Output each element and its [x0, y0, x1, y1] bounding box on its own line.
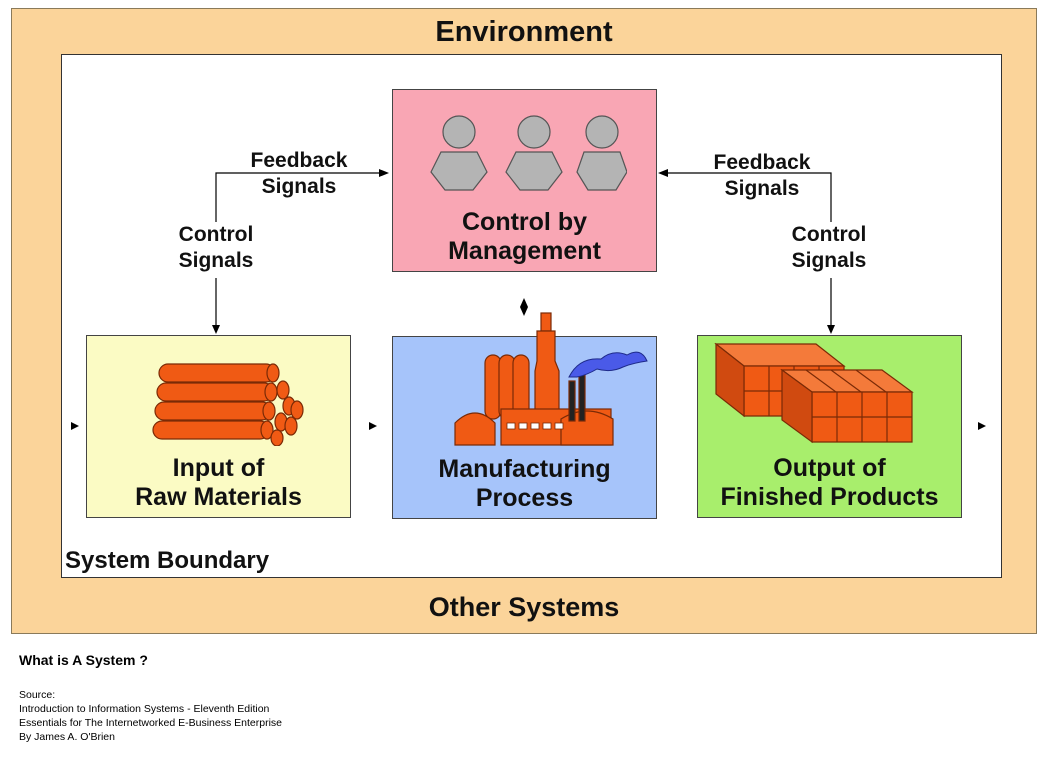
output-box-line2: Finished Products	[720, 483, 939, 511]
caption-source: Source: Introduction to Information Syst…	[19, 688, 282, 744]
input-box-line1: Input of	[172, 454, 265, 482]
arrow-to-control-left	[379, 169, 389, 177]
logs-icon	[152, 363, 304, 446]
arrow-to-input	[212, 325, 220, 334]
output-box: Output of Finished Products	[697, 335, 962, 518]
caption-line1: Introduction to Information Systems - El…	[19, 703, 270, 715]
flow-arrow-out	[978, 422, 986, 430]
control-left-line2: Signals	[178, 249, 254, 272]
factory-icon	[454, 312, 648, 446]
process-box-line2: Process	[475, 484, 574, 512]
diamond-marker	[520, 298, 528, 316]
other-systems-title: Other Systems	[428, 592, 620, 622]
flow-arrow-in	[71, 422, 79, 430]
caption-source-label: Source:	[19, 689, 56, 701]
environment-title: Environment	[435, 16, 613, 48]
feedback-right-label: Feedback Signals	[697, 150, 827, 202]
caption-line2: Essentials for The Internetworked E-Busi…	[19, 717, 283, 729]
caption-line3: By James A. O'Brien	[19, 731, 115, 743]
control-right-line2: Signals	[791, 249, 867, 272]
input-box-line2: Raw Materials	[135, 483, 302, 511]
system-boundary-label: System Boundary	[65, 547, 270, 574]
control-management-box: Control by Management	[392, 89, 657, 272]
left-feedback-line	[215, 172, 380, 222]
arrow-to-control-right	[658, 169, 668, 177]
manufacturing-box: Manufacturing Process	[392, 312, 657, 519]
input-box: Input of Raw Materials	[86, 335, 351, 518]
right-feedback-line	[668, 172, 832, 222]
feedback-right-line2: Signals	[724, 177, 800, 200]
control-box-line2: Management	[448, 237, 601, 265]
feedback-left-line2: Signals	[261, 175, 337, 198]
control-left-line1: Control	[178, 223, 254, 246]
control-right-label: Control Signals	[769, 222, 889, 274]
caption-title: What is A System ?	[19, 652, 148, 668]
feedback-right-line1: Feedback	[713, 151, 811, 174]
control-right-line1: Control	[791, 223, 867, 246]
bricks-icon	[714, 342, 914, 444]
control-box-line1: Control by	[462, 208, 587, 236]
arrow-to-output	[827, 325, 835, 334]
feedback-left-line1: Feedback	[250, 149, 348, 172]
process-box-line1: Manufacturing	[438, 455, 611, 483]
feedback-left-label: Feedback Signals	[234, 148, 364, 200]
output-box-line1: Output of	[773, 454, 886, 482]
flow-arrow-input-process	[369, 422, 377, 430]
control-left-label: Control Signals	[156, 222, 276, 274]
people-icon	[430, 115, 627, 191]
